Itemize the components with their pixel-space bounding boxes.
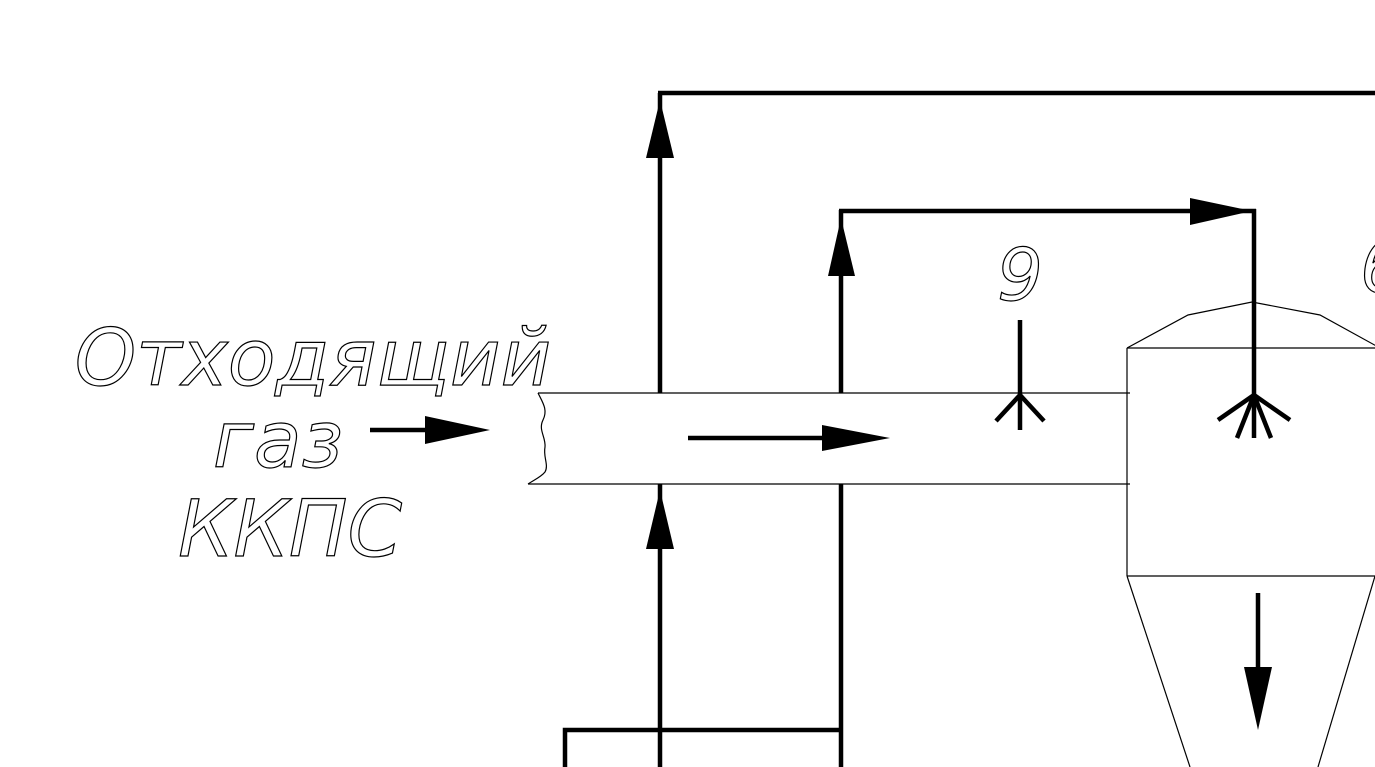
duct-flow-arrow bbox=[688, 425, 890, 451]
cone-right bbox=[1317, 575, 1375, 767]
apparatus bbox=[1126, 301, 1375, 767]
apparatus-top-cap bbox=[1126, 301, 1375, 349]
injection-point-9 bbox=[994, 320, 1046, 430]
feed-line bbox=[839, 198, 1257, 398]
left-line-arrow-upper bbox=[646, 100, 674, 158]
bottom-bypass-line bbox=[562, 727, 841, 767]
spray-nozzle bbox=[1216, 393, 1292, 439]
second-line-arrow-up bbox=[828, 218, 855, 276]
left-line-arrow-lower bbox=[646, 490, 674, 549]
left-vertical-line bbox=[646, 93, 674, 767]
duct-break-line bbox=[527, 392, 548, 485]
cone-left bbox=[1126, 575, 1191, 767]
inlet-label-line2: газ bbox=[213, 396, 343, 486]
second-vertical-line bbox=[828, 210, 855, 767]
point-label-cut: 6 bbox=[1360, 225, 1375, 309]
gas-duct bbox=[527, 392, 1130, 485]
inlet-label-line1: Отходящий bbox=[75, 314, 551, 404]
feed-line-arrow-right bbox=[1190, 198, 1252, 225]
discharge-arrow bbox=[1244, 593, 1272, 730]
point-label-9: 9 bbox=[997, 233, 1043, 317]
inlet-flow-arrow bbox=[370, 416, 490, 444]
inlet-label-line3: ККПС bbox=[178, 485, 402, 575]
